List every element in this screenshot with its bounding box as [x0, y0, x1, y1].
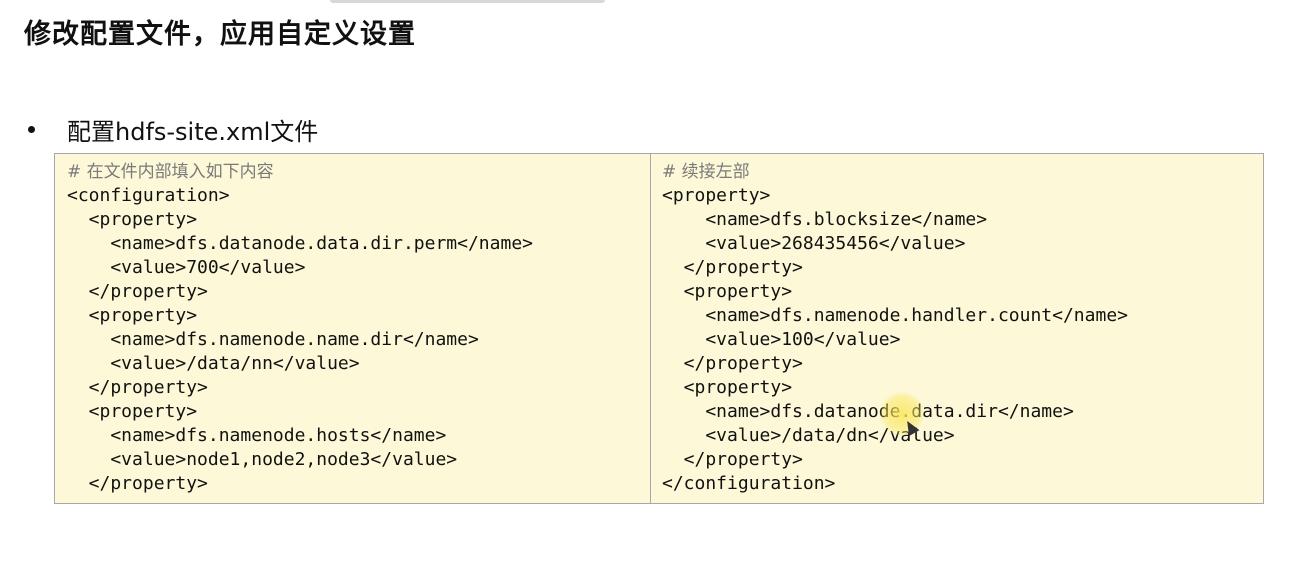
code-line: <property>	[67, 209, 198, 230]
code-line: <name>dfs.blocksize</name>	[662, 209, 988, 230]
code-line: </property>	[662, 353, 803, 374]
code-line: </property>	[662, 449, 803, 470]
code-comment: # 在文件内部填入如下内容	[67, 162, 274, 182]
code-line: <property>	[67, 401, 198, 422]
bullet-text: 配置hdfs-site.xml文件	[67, 118, 319, 146]
code-line: <name>dfs.namenode.handler.count</name>	[662, 305, 1128, 326]
code-line: <name>dfs.namenode.hosts</name>	[67, 425, 447, 446]
page-title: 修改配置文件，应用自定义设置	[24, 19, 416, 50]
code-comment: # 续接左部	[662, 162, 750, 182]
code-column-right: # 续接左部 <property> <name>dfs.blocksize</n…	[651, 154, 1263, 503]
code-line: <name>dfs.datanode.data.dir</name>	[662, 401, 1074, 422]
code-line: <value>node1,node2,node3</value>	[67, 449, 458, 470]
code-line: </property>	[67, 281, 208, 302]
code-line: <property>	[662, 281, 793, 302]
code-line: </configuration>	[662, 473, 836, 494]
code-line: <value>700</value>	[67, 257, 306, 278]
code-line: <name>dfs.namenode.name.dir</name>	[67, 329, 479, 350]
code-line: </property>	[662, 257, 803, 278]
code-line: <name>dfs.datanode.data.dir.perm</name>	[67, 233, 533, 254]
code-line: <value>268435456</value>	[662, 233, 966, 254]
code-line: </property>	[67, 377, 208, 398]
code-line: <property>	[662, 377, 793, 398]
code-column-left: # 在文件内部填入如下内容 <configuration> <property>…	[55, 154, 651, 503]
code-block: # 在文件内部填入如下内容 <configuration> <property>…	[54, 153, 1264, 504]
bullet-dot-icon	[28, 126, 35, 133]
window-top-edge	[330, 0, 605, 3]
bullet-item: 配置hdfs-site.xml文件	[22, 112, 318, 147]
code-line: <property>	[67, 305, 198, 326]
code-line: <property>	[662, 185, 771, 206]
code-line: </property>	[67, 473, 208, 494]
code-line: <value>/data/dn</value>	[662, 425, 955, 446]
code-line: <configuration>	[67, 185, 230, 206]
code-line: <value>100</value>	[662, 329, 901, 350]
code-line: <value>/data/nn</value>	[67, 353, 360, 374]
